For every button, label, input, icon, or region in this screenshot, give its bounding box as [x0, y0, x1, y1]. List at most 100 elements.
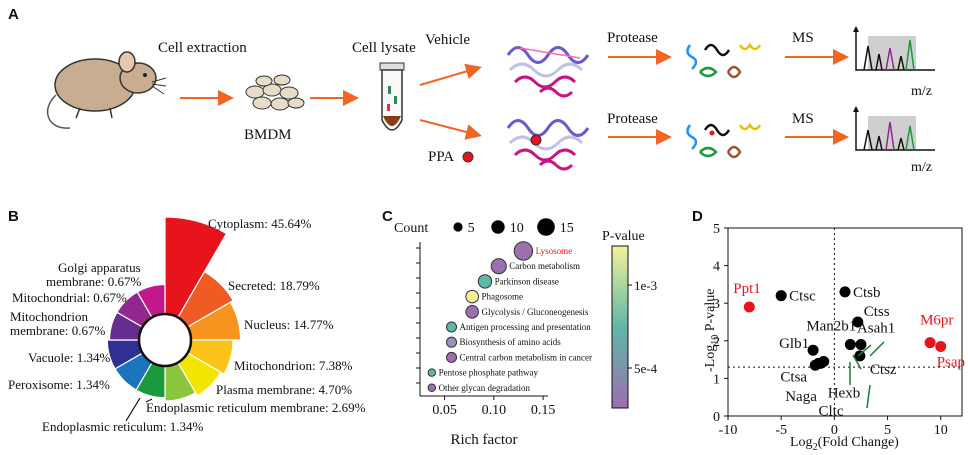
ppa-marker-dot	[462, 151, 474, 163]
mouse-icon	[46, 51, 167, 129]
arrow-4	[419, 119, 482, 140]
x-tick-label: 0	[831, 423, 838, 438]
rose-label: Mitochondrion	[10, 309, 88, 324]
x-tick-label: 10	[934, 423, 948, 438]
volcano-point	[935, 340, 947, 352]
mz-bottom-label: m/z	[911, 160, 932, 175]
term-dot	[490, 258, 507, 275]
term-dot	[427, 383, 437, 393]
x-tick-label: 5	[884, 423, 891, 438]
point-label: Hexb	[828, 385, 861, 401]
rose-label: Cytoplasm: 45.64%	[208, 216, 311, 231]
point-label: M6pr	[920, 313, 953, 329]
term-label: Phagosome	[481, 292, 523, 302]
vehicle-label: Vehicle	[425, 32, 470, 48]
term-dot	[477, 274, 493, 289]
term-label: Carbon metabolism	[509, 261, 580, 271]
term-label: Glycolysis / Gluconeogenesis	[481, 307, 588, 317]
rose-label: Peroxisome: 1.34%	[8, 377, 110, 392]
term-dot	[445, 321, 458, 333]
rose-label: Vacuole: 1.34%	[28, 350, 110, 365]
point-label: Asah1	[857, 321, 895, 337]
term-label: Central carbon metabolism in cancer	[460, 352, 592, 362]
volcano-point	[807, 344, 819, 356]
ppa-label: PPA	[428, 149, 455, 165]
term-label: Other glycan degradation	[439, 383, 531, 393]
count-legend-label: 15	[560, 221, 574, 236]
ms-spectrum-top	[853, 26, 935, 71]
panel-letter-b: B	[8, 208, 19, 225]
x-tick-label: -5	[775, 423, 787, 438]
volcano-point	[815, 357, 827, 369]
term-dot	[513, 241, 534, 261]
bmdm-label: BMDM	[244, 127, 292, 143]
lysate-tube-icon	[379, 62, 405, 131]
leader-line	[857, 344, 872, 357]
volcano-point	[852, 316, 864, 328]
leader-line	[145, 398, 153, 403]
term-label: Biosynthesis of amino acids	[460, 337, 562, 347]
rose-center	[137, 312, 193, 368]
cells-icon	[245, 74, 305, 111]
point-label: Naga	[785, 389, 817, 405]
x-axis-label: Rich factor	[450, 432, 517, 448]
volcano-point	[743, 301, 755, 313]
volcano-point	[775, 290, 787, 302]
colorbar-tick-label: 5e-4	[634, 361, 658, 376]
leader-line	[869, 341, 885, 357]
ms-spectrum-bottom	[853, 106, 935, 151]
term-label: Antigen processing and presentation	[460, 322, 592, 332]
term-label: Parkinson disease	[495, 276, 559, 286]
y-tick-label: 1	[713, 372, 720, 387]
term-dot	[445, 336, 458, 348]
rose-label: Secreted: 18.79%	[228, 278, 320, 293]
count-legend-dot	[491, 220, 505, 234]
rose-label: Endoplasmic reticulum: 1.34%	[42, 419, 204, 434]
colorbar-tick-label: 1e-3	[634, 278, 657, 293]
protease-bottom-label: Protease	[607, 111, 658, 127]
point-label: Ctss	[864, 304, 890, 320]
point-label: Glb1	[779, 336, 809, 352]
point-label: Psap	[937, 354, 965, 370]
rose-label: membrane: 0.67%	[10, 323, 105, 338]
point-label: Ctsc	[789, 289, 816, 305]
colorbar-title: P-value	[602, 229, 645, 244]
count-legend-label: 10	[510, 221, 524, 236]
x-tick-label: -10	[719, 423, 738, 438]
point-label: Ppt1	[733, 281, 761, 297]
ppa-ligand-dot	[530, 134, 542, 146]
volcano-point	[854, 350, 866, 362]
term-dot	[445, 351, 458, 363]
x-tick-label: 0.05	[432, 403, 457, 418]
point-label: Ctsa	[780, 369, 807, 385]
term-dot	[427, 368, 437, 377]
peptides-bottom	[686, 122, 762, 159]
arrow-3	[419, 63, 482, 86]
plot-frame	[727, 227, 963, 417]
volcano-point	[839, 286, 851, 298]
volcano-point	[855, 339, 867, 351]
ms-top-label: MS	[792, 30, 814, 46]
point-label: Man2b1	[806, 319, 856, 335]
count-legend-dot	[453, 222, 463, 232]
panel-letter-a: A	[8, 6, 19, 23]
leader-line	[125, 397, 141, 422]
cell-extraction-label: Cell extraction	[158, 40, 247, 56]
rose-label: Mitochondrion: 7.38%	[234, 358, 353, 373]
cell-lysate-label: Cell lysate	[352, 40, 416, 56]
y-tick-label: 5	[713, 222, 720, 237]
colorbar	[611, 245, 629, 409]
x-tick-label: 0.10	[482, 403, 507, 418]
term-dot	[465, 289, 479, 304]
volcano-point	[844, 339, 856, 351]
leader-line	[866, 384, 871, 409]
ms-bottom-label: MS	[792, 111, 814, 127]
protease-top-label: Protease	[607, 30, 658, 46]
count-legend-label: 5	[468, 221, 475, 236]
rose-label: Plasma membrane: 4.70%	[216, 382, 352, 397]
rose-label: Nucleus: 14.77%	[244, 317, 334, 332]
volcano-point	[924, 337, 936, 349]
